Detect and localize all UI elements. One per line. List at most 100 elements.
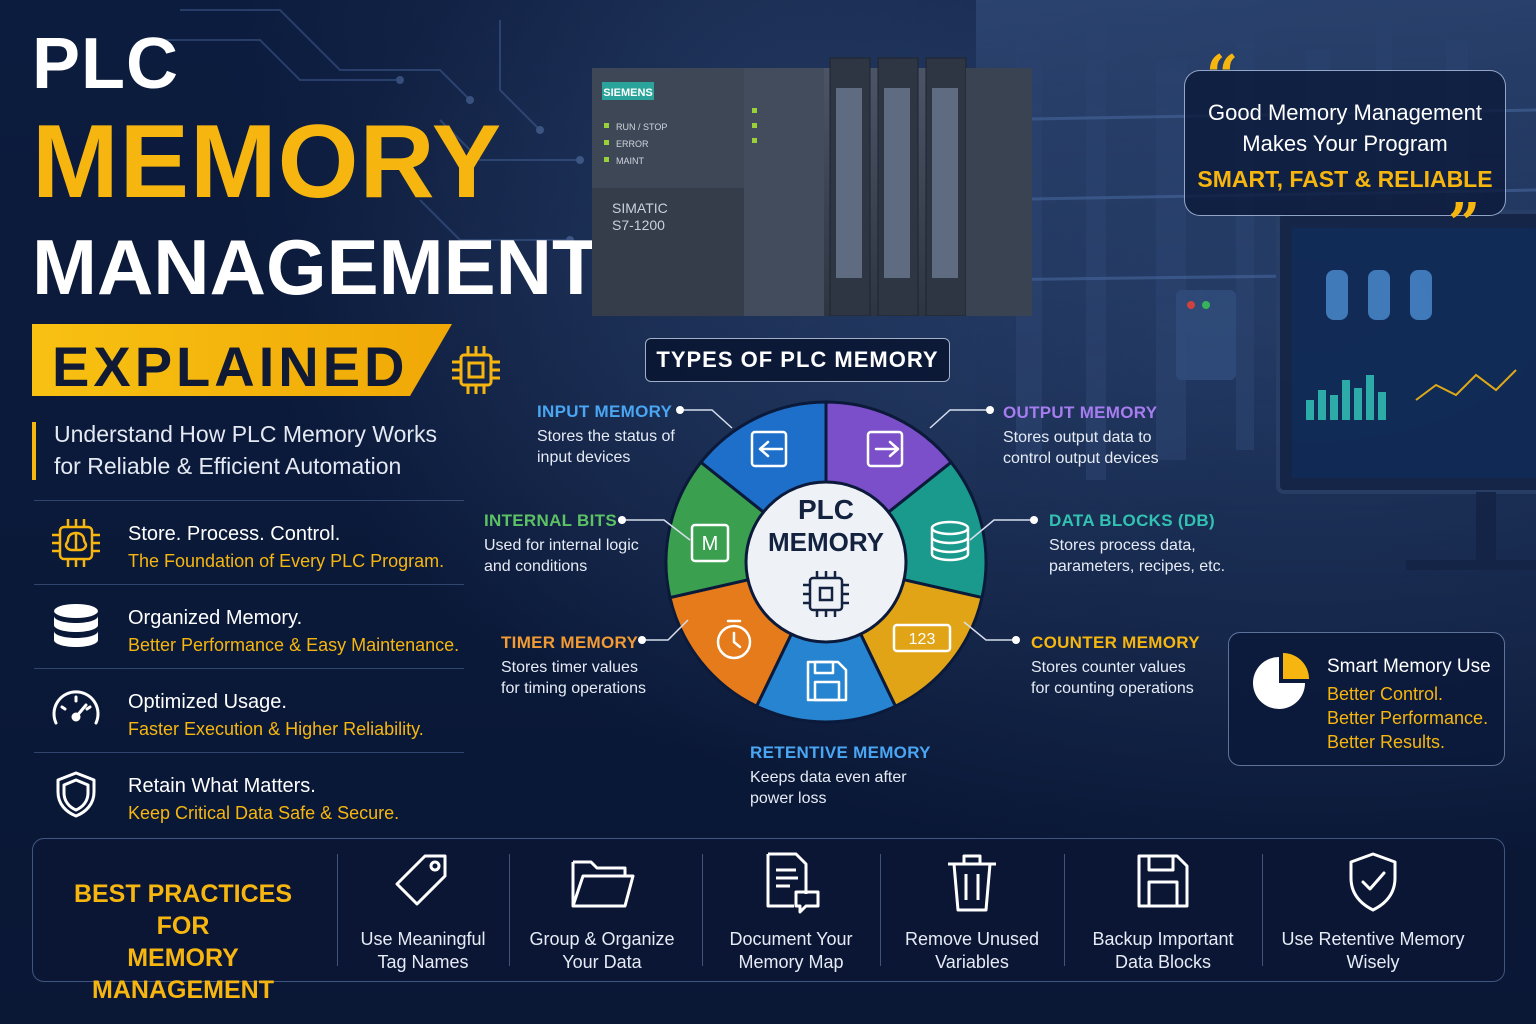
retentive-desc-line1: Keeps data even after xyxy=(750,769,907,786)
divider xyxy=(509,854,510,966)
pie-chart-icon xyxy=(1253,653,1309,709)
tag-icon xyxy=(395,854,447,906)
types-of-memory-header: TYPES OF PLC MEMORY xyxy=(645,338,950,382)
best-practices-title: BEST PRACTICES FOR MEMORY MANAGEMENT xyxy=(48,878,318,1006)
document-icon xyxy=(766,852,820,914)
input-desc-line2: input devices xyxy=(537,449,631,466)
best-practice-text-line1: Backup Important xyxy=(1092,929,1234,949)
trash-icon xyxy=(948,854,996,912)
plc-led-run: RUN / STOP xyxy=(616,122,667,132)
datablocks-desc-line2: parameters, recipes, etc. xyxy=(1049,558,1226,575)
internal-bits-desc: Used for internal logic and conditions xyxy=(484,535,639,577)
best-practice-text-line1: Remove Unused xyxy=(904,929,1040,949)
counter-icon xyxy=(892,623,952,653)
plc-led-error: ERROR xyxy=(616,139,649,149)
output-memory-desc: Stores output data to control output dev… xyxy=(1003,427,1159,469)
best-practice-text-line1: Use Retentive Memory xyxy=(1281,929,1465,949)
plc-model-line1: SIMATIC xyxy=(612,200,668,216)
best-practice-remove-unused: Remove Unused Variables xyxy=(884,850,1060,980)
feature-list: Store. Process. Control. The Foundation … xyxy=(34,500,464,830)
data-blocks-label: DATA BLOCKS (DB) xyxy=(1049,511,1215,530)
plc-led-maint: MAINT xyxy=(616,156,645,166)
feature-item-store: Store. Process. Control. The Foundation … xyxy=(34,500,464,580)
feature-item-organized: Organized Memory. Better Performance & E… xyxy=(34,584,464,664)
circuit-lines-decoration xyxy=(140,9,584,244)
best-practice-text-line2: Memory Map xyxy=(738,952,844,972)
best-practice-text-line2: Variables xyxy=(935,952,1009,972)
best-practice-retentive: Use Retentive Memory Wisely xyxy=(1270,850,1476,980)
output-desc-line1: Stores output data to xyxy=(1003,429,1152,446)
retentive-memory-desc: Keeps data even after power loss xyxy=(750,767,907,809)
feature-heading: Store. Process. Control. xyxy=(128,523,341,545)
input-icon xyxy=(750,430,788,468)
best-practice-text-line2: Wisely xyxy=(1346,952,1400,972)
plc-brand: SIEMENS xyxy=(603,87,653,99)
input-desc-line1: Stores the status of xyxy=(537,428,675,445)
retentive-memory-label: RETENTIVE MEMORY xyxy=(750,743,931,762)
explained-banner xyxy=(32,324,452,396)
chip-icon xyxy=(452,346,500,394)
best-practice-tag-names: Use Meaningful Tag Names xyxy=(342,850,504,980)
counter-glyph: 123 xyxy=(909,631,936,648)
subtitle-line-2: for Reliable & Efficient Automation xyxy=(54,453,402,479)
best-practice-backup: Backup Important Data Blocks xyxy=(1068,850,1258,980)
feature-sub: Keep Critical Data Safe & Secure. xyxy=(128,803,400,823)
plc-device-image: SIEMENS RUN / STOP ERROR MAINT SIMATIC S… xyxy=(592,57,1032,316)
title-memory: MEMORY xyxy=(32,104,503,220)
best-practice-text-line1: Use Meaningful xyxy=(360,929,486,949)
quote-box xyxy=(1184,70,1506,216)
output-memory-label: OUTPUT MEMORY xyxy=(1003,403,1158,422)
memory-wheel: PLC MEMORY xyxy=(664,400,988,724)
shield-check-icon xyxy=(1349,852,1397,912)
brain-chip-icon xyxy=(52,519,100,567)
folder-icon xyxy=(571,860,635,908)
best-practices-title-line2: MEMORY MANAGEMENT xyxy=(92,944,274,1004)
output-icon xyxy=(866,430,904,468)
best-practice-text-line2: Tag Names xyxy=(377,952,469,972)
feature-sub: Faster Execution & Higher Reliability. xyxy=(128,719,424,739)
counter-memory-label: COUNTER MEMORY xyxy=(1031,633,1200,652)
internal-bits-label: INTERNAL BITS xyxy=(484,511,617,530)
smart-memory-title: Smart Memory Use xyxy=(1327,656,1491,677)
best-practice-text-line2: Your Data xyxy=(562,952,642,972)
subtitle: Understand How PLC Memory Works for Reli… xyxy=(54,418,474,482)
plc-model-line2: S7-1200 xyxy=(612,217,665,233)
divider xyxy=(337,854,338,966)
subtitle-line-1: Understand How PLC Memory Works xyxy=(54,421,438,447)
quote-line-2: Makes Your Program xyxy=(1242,131,1448,156)
internal-desc-line2: and conditions xyxy=(484,558,588,575)
wheel-center xyxy=(744,480,908,644)
internal-bits-glyph: M xyxy=(702,533,719,555)
feature-heading: Retain What Matters. xyxy=(128,775,316,797)
smart-line-3: Better Results. xyxy=(1327,732,1446,752)
timer-desc-line2: for timing operations xyxy=(501,680,646,697)
feature-sub: Better Performance & Easy Maintenance. xyxy=(128,635,460,655)
timer-icon xyxy=(716,619,752,660)
database-icon xyxy=(54,604,98,647)
divider xyxy=(702,854,703,966)
timer-memory-desc: Stores timer values for timing operation… xyxy=(501,657,646,699)
quote-line-1: Good Memory Management xyxy=(1208,100,1482,125)
smart-line-1: Better Control. xyxy=(1327,684,1444,704)
best-practice-text-line1: Document Your xyxy=(729,929,853,949)
best-practice-text-line1: Group & Organize xyxy=(529,929,675,949)
counter-memory-desc: Stores counter values for counting opera… xyxy=(1031,657,1194,699)
quote-accent: SMART, FAST & RELIABLE xyxy=(1197,166,1493,192)
divider xyxy=(1262,854,1263,966)
retentive-desc-line2: power loss xyxy=(750,790,827,807)
quote-close-icon: ” xyxy=(1448,191,1481,257)
input-memory-label: INPUT MEMORY xyxy=(537,402,673,421)
internal-bits-icon xyxy=(690,523,730,563)
best-practice-text-line2: Data Blocks xyxy=(1114,952,1212,972)
input-memory-desc: Stores the status of input devices xyxy=(537,426,675,468)
feature-heading: Organized Memory. xyxy=(128,607,303,629)
divider xyxy=(1064,854,1065,966)
best-practice-document-map: Document Your Memory Map xyxy=(706,850,876,980)
datablocks-desc-line1: Stores process data, xyxy=(1049,537,1196,554)
counter-desc-line2: for counting operations xyxy=(1031,680,1194,697)
title-management: MANAGEMENT xyxy=(32,223,600,311)
best-practices-title-line1: BEST PRACTICES FOR xyxy=(73,880,293,940)
wheel-center-line2: MEMORY xyxy=(768,527,884,557)
feature-sub: The Foundation of Every PLC Program. xyxy=(128,551,445,571)
smart-line-2: Better Performance. xyxy=(1327,708,1489,728)
